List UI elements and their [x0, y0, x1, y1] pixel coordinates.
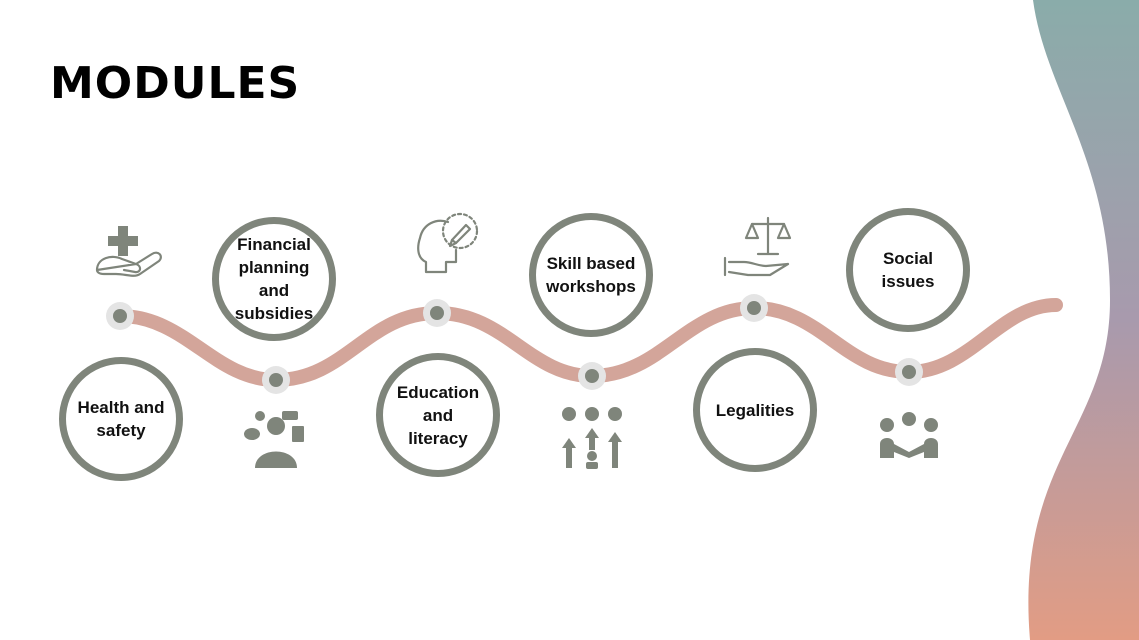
module-health-safety: Health and safety: [59, 357, 183, 481]
module-education-literacy: Education and literacy: [376, 353, 500, 477]
module-legalities: Legalities: [693, 348, 817, 472]
finance-person-icon: [244, 411, 304, 468]
module-financial-planning: Financial planning and subsidies: [212, 217, 336, 341]
timeline-node: [740, 294, 768, 322]
module-skill-workshops: Skill based workshops: [529, 213, 653, 337]
decorative-wave: [1028, 0, 1139, 640]
module-label: Health and safety: [77, 398, 165, 440]
module-label: Social issues: [881, 249, 935, 291]
page-title: MODULES: [50, 58, 301, 109]
head-pencil-icon: [417, 212, 479, 274]
health-hand-cross-icon: [95, 226, 162, 277]
timeline-node: [578, 362, 606, 390]
timeline-node: [423, 299, 451, 327]
module-label: Legalities: [715, 400, 795, 420]
justice-scale-hand-icon: [723, 216, 792, 277]
module-label: Education and literacy: [396, 382, 480, 448]
module-label: Skill based workshops: [546, 254, 636, 296]
skill-growth-icon: [562, 407, 622, 469]
timeline-node: [262, 366, 290, 394]
module-social-issues: Social issues: [846, 208, 970, 332]
module-label: Financial planning and subsidies: [234, 235, 314, 323]
timeline-node: [106, 302, 134, 330]
people-meeting-icon: [880, 412, 938, 458]
timeline-node: [895, 358, 923, 386]
